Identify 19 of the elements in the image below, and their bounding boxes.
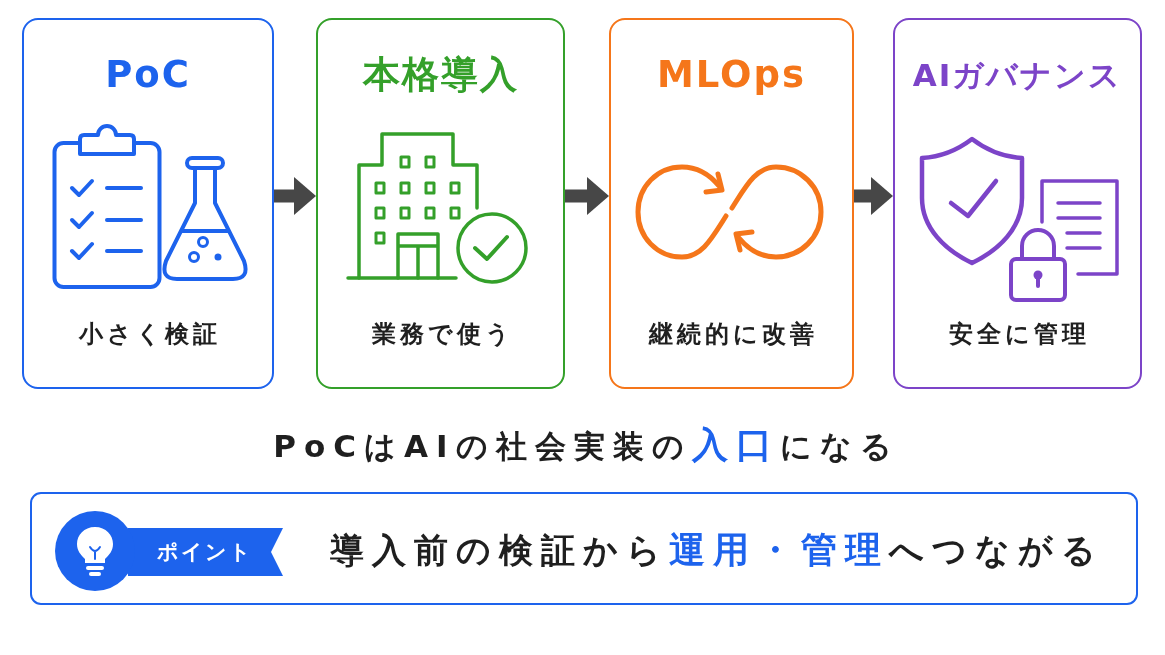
step-card: [316, 18, 565, 389]
card-caption: 業務で使う: [370, 319, 514, 350]
arrow: [854, 177, 893, 215]
card-caption: 継続的に改善: [647, 319, 818, 350]
card-caption: 小さく検証: [77, 319, 221, 350]
card-caption: 安全に管理: [948, 319, 1090, 350]
step-card: [22, 18, 274, 389]
step-card: [609, 18, 854, 389]
card-title: MLOps: [657, 52, 806, 98]
card-title: PoC: [105, 52, 191, 98]
card-title: 本格導入: [362, 52, 519, 98]
card-title: AIガバナンス: [912, 56, 1123, 95]
arrow: [274, 177, 316, 215]
point-box: [30, 492, 1138, 605]
arrow: [565, 177, 609, 215]
step-card: [893, 18, 1142, 389]
point-text: 導入前の検証から運用・管理へつながる: [330, 528, 1104, 572]
ribbon-banner: ポイント: [128, 528, 283, 576]
summary-text: PoCはAIの社会実装の入口になる: [272, 423, 900, 467]
